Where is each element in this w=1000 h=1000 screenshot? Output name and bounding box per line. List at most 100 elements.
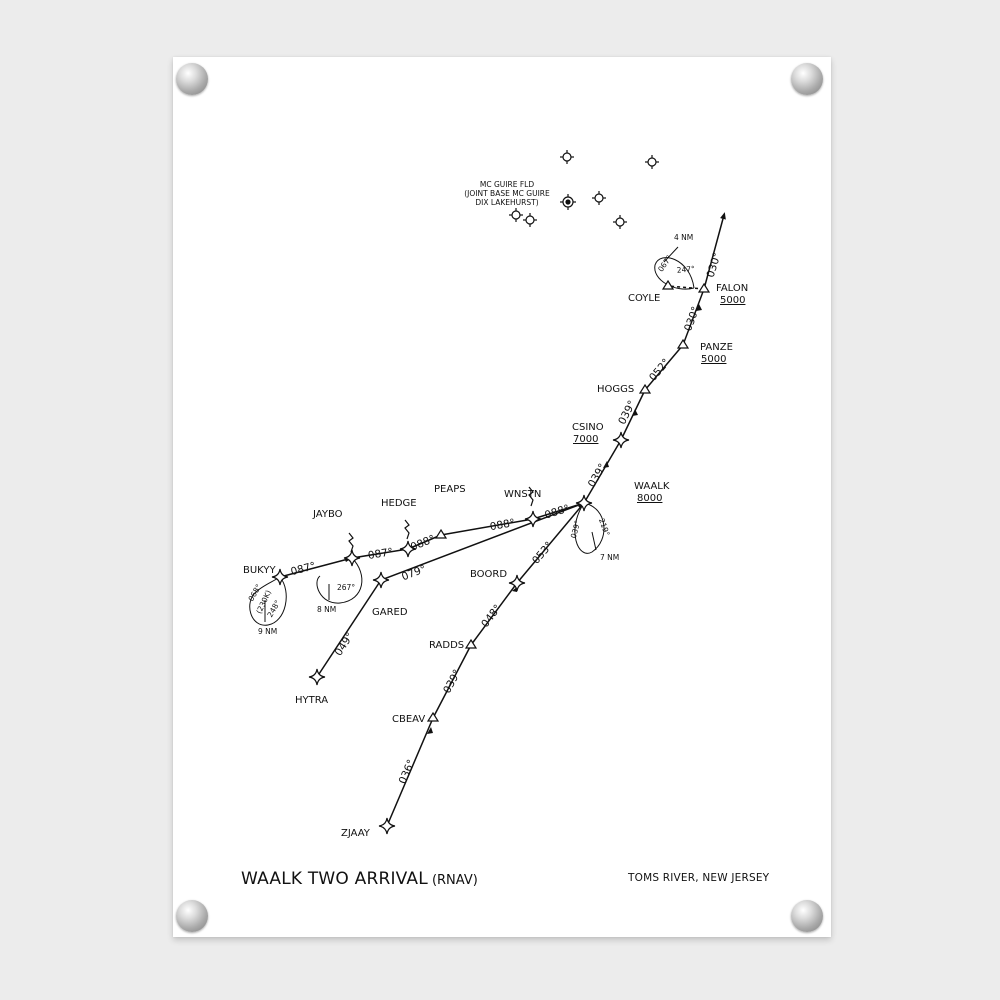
fix-symbols	[271, 279, 711, 835]
route-segment-gared-waalk	[380, 502, 585, 581]
mea-change-icon	[404, 519, 410, 540]
airport-navaid-icon	[645, 155, 659, 169]
mounting-screw-top-left	[176, 63, 208, 95]
fix-alt-csino: 7000	[573, 434, 598, 445]
route-segment-peaps-wnstn	[440, 518, 534, 536]
course-label: 053°	[530, 540, 555, 567]
mounting-screw-bottom-right	[791, 900, 823, 932]
flyover-waypoint-icon	[612, 431, 630, 449]
course-labels: 030° 030° 052° 039° 039° 088° 088° 088° …	[289, 251, 723, 786]
route-segment-bukyy-jaybo	[279, 557, 353, 578]
chart-title-subtitle: (RNAV)	[431, 873, 478, 888]
course-label: 052°	[647, 357, 672, 384]
fix-alt-waalk: 8000	[637, 493, 662, 504]
hold-outbound-coyle: 247°	[676, 264, 695, 275]
airport-name-line1: MC GUIRE FLD	[480, 180, 534, 189]
airport-navaid-icon	[523, 213, 537, 227]
course-label: 087°	[289, 560, 317, 578]
fix-label-peaps: PEAPS	[434, 484, 466, 495]
airport-symbol-icon	[560, 194, 576, 210]
course-label: 030°	[682, 305, 702, 333]
fix-label-panze: PANZE	[700, 342, 733, 353]
arrival-chart: MC GUIRE FLD (JOINT BASE MC GUIRE DIX LA…	[243, 150, 748, 839]
route-segment-hoggs-panze	[644, 344, 684, 391]
airport-navaid-icon	[592, 191, 606, 205]
hold-dist-bukyy: 9 NM	[258, 627, 277, 636]
fix-alt-falon: 5000	[720, 295, 745, 306]
fix-label-coyle: COYLE	[628, 293, 660, 304]
hold-inbound-waalk: 039°	[569, 519, 582, 539]
fix-label-waalk: WAALK	[634, 481, 670, 492]
hold-dist-coyle: 4 NM	[674, 233, 693, 242]
fix-label-cbeav: CBEAV	[392, 714, 425, 725]
flyover-waypoint-icon	[399, 540, 417, 558]
flyby-waypoint-icon	[638, 383, 652, 394]
airport-navaid-icon	[613, 215, 627, 229]
flyover-waypoint-icon	[343, 549, 361, 567]
fix-alt-panze: 5000	[701, 354, 726, 365]
fix-label-hedge: HEDGE	[381, 498, 417, 509]
flyover-waypoint-icon	[308, 668, 326, 686]
flyby-waypoint-icon	[661, 279, 675, 290]
fix-label-hoggs: HOGGS	[597, 384, 634, 395]
course-label: 036°	[397, 758, 418, 786]
chart-title: WAALK TWO ARRIVAL(RNAV)	[241, 869, 478, 889]
route-segment-boord-waalk	[516, 502, 585, 584]
mea-change-icon	[528, 486, 534, 507]
flyby-waypoint-icon	[676, 338, 690, 349]
flyover-waypoint-icon	[378, 817, 396, 835]
hold-dist-jaybo: 8 NM	[317, 605, 336, 614]
hold-outbound-waalk: 219°	[597, 517, 612, 537]
mea-change-icon	[348, 532, 354, 553]
route-segment-radds-boord	[470, 582, 518, 646]
fix-label-wnstn: WNSTN	[504, 489, 541, 500]
course-label: 088°	[489, 517, 516, 533]
route-segment-hedge-peaps	[407, 534, 442, 550]
flyover-waypoint-icon	[575, 494, 593, 512]
airport-area	[509, 150, 659, 229]
course-label: 088°	[409, 533, 437, 554]
airport-name-line2: (JOINT BASE MC GUIRE	[464, 189, 550, 198]
flyover-waypoint-icon	[524, 510, 542, 528]
route-segment-falon-exit	[703, 212, 726, 290]
airport-navaid-icon	[560, 150, 574, 164]
fix-label-csino: CSINO	[572, 422, 604, 433]
airport-navaid-icon	[509, 208, 523, 222]
fix-label-radds: RADDS	[429, 640, 464, 651]
route-segment-jaybo-hedge	[351, 548, 409, 559]
course-label: 030°	[705, 251, 724, 279]
course-label: 087°	[367, 546, 394, 562]
flyby-waypoint-icon	[434, 528, 448, 539]
fix-label-jaybo: JAYBO	[312, 509, 343, 520]
flyby-waypoint-icon	[697, 282, 711, 293]
route-segment-panze-falon	[682, 288, 705, 346]
fix-label-gared: GARED	[372, 607, 408, 618]
chart-location: TOMS RIVER, NEW JERSEY	[628, 872, 770, 884]
hold-jaybo	[316, 557, 363, 604]
hold-bukyy	[249, 576, 287, 626]
course-label: 088°	[543, 503, 571, 522]
route-segment-hytra-gared	[316, 579, 382, 678]
course-label: 039°	[441, 668, 463, 696]
fix-labels: FALON 5000 COYLE PANZE 5000 HOGGS CSINO …	[243, 283, 748, 839]
hold-outbound-jaybo: 267°	[337, 583, 355, 592]
chart-title-main: WAALK TWO ARRIVAL	[241, 869, 428, 889]
mea-change-marks	[348, 486, 534, 553]
flyover-waypoint-icon	[372, 571, 390, 589]
airport-name-line3: DIX LAKEHURST)	[475, 198, 538, 207]
hold-waalk	[574, 502, 605, 554]
route-segment-waalk-csino	[583, 439, 622, 504]
fix-label-falon: FALON	[716, 283, 748, 294]
route-segment-falon-coyle	[667, 285, 705, 290]
hold-inbound-coyle: 067°	[656, 253, 674, 273]
course-label: 039°	[586, 462, 609, 490]
course-label: 049°	[333, 630, 357, 658]
direction-arrows	[345, 304, 702, 734]
course-label: 079°	[400, 563, 428, 583]
mounting-screw-bottom-left	[176, 900, 208, 932]
holding-patterns	[249, 246, 695, 626]
mounting-screw-top-right	[791, 63, 823, 95]
hold-coyle	[654, 257, 695, 290]
flyover-waypoint-icon	[508, 574, 526, 592]
fix-label-zjaay: ZJAAY	[341, 828, 371, 839]
